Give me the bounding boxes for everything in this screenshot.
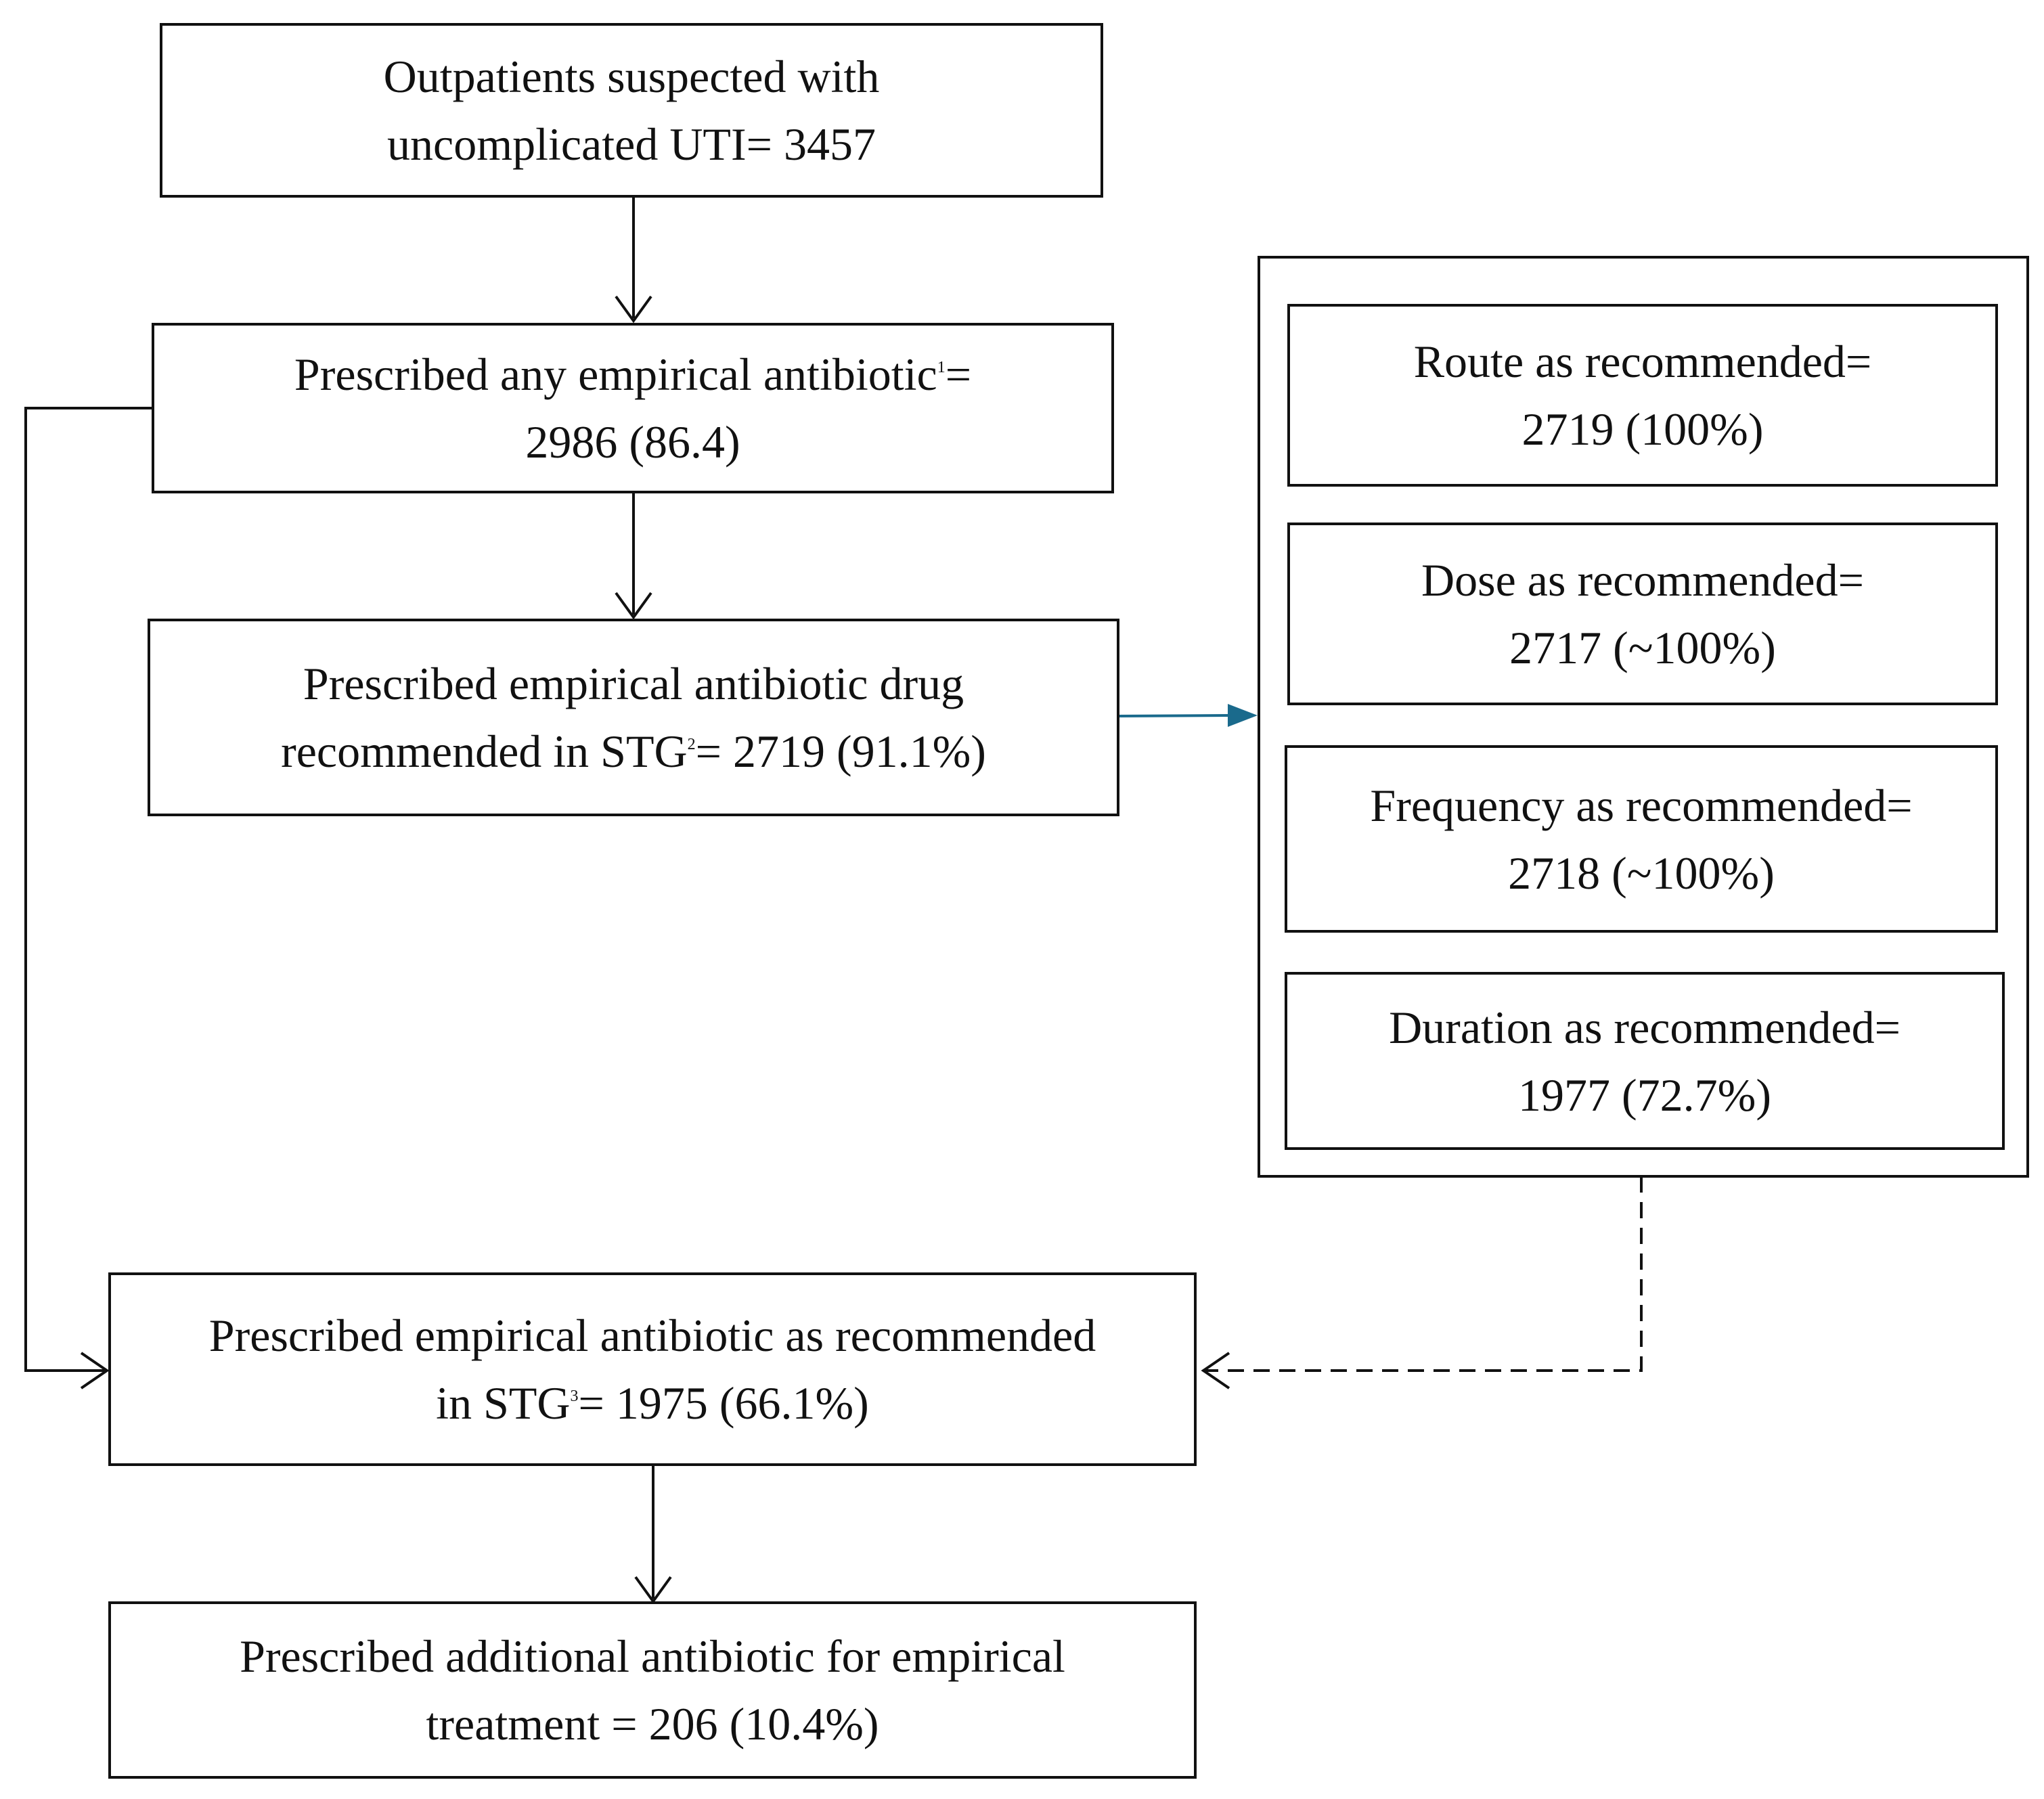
dose-line-2: 2717 (~100%) (1509, 622, 1776, 673)
any-antibiotic-line-1: Prescribed any empirical antibiotic1= (294, 340, 971, 408)
duration-line-1: Duration as recommended= (1389, 1001, 1901, 1053)
frequency-line-2: 2718 (~100%) (1508, 847, 1775, 899)
frequency-box: Frequency as recommended= 2718 (~100%) (1285, 745, 1998, 933)
stg-drug-box: Prescribed empirical antibiotic drug rec… (148, 619, 1119, 816)
outpatients-line-2: uncomplicated UTI= 3457 (387, 118, 876, 170)
additional-antibiotic-box: Prescribed additional antibiotic for emp… (108, 1601, 1197, 1779)
any-antibiotic-label: Prescribed any empirical antibiotic (294, 349, 937, 400)
as-recommended-line-2: in STG3= 1975 (66.1%) (209, 1369, 1096, 1437)
route-box: Route as recommended= 2719 (100%) (1287, 304, 1998, 487)
duration-box: Duration as recommended= 1977 (72.7%) (1285, 972, 2005, 1150)
arrow-criteria-panel-to-as-recommended (1201, 1176, 1643, 1390)
stg-drug-label: recommended in STG (281, 726, 688, 777)
any-antibiotic-box: Prescribed any empirical antibiotic1= 29… (152, 323, 1114, 493)
duration-line-2: 1977 (72.7%) (1518, 1069, 1771, 1121)
footnote-marker-1: 1 (937, 359, 946, 376)
as-recommended-value: = 1975 (66.1%) (578, 1377, 869, 1429)
additional-line-2: treatment = 206 (10.4%) (426, 1698, 879, 1750)
as-recommended-label: in STG (436, 1377, 571, 1429)
outpatients-line-1: Outpatients suspected with (383, 51, 880, 102)
stg-drug-line-1: Prescribed empirical antibiotic drug (303, 658, 964, 709)
any-antibiotic-line-2: 2986 (86.4) (525, 416, 740, 468)
as-recommended-box: Prescribed empirical antibiotic as recom… (108, 1272, 1197, 1466)
route-line-1: Route as recommended= (1413, 336, 1872, 387)
arrow-outpatients-to-any-antibiotic (615, 198, 652, 324)
frequency-line-1: Frequency as recommended= (1370, 779, 1913, 831)
any-antibiotic-equals: = (945, 349, 972, 400)
as-recommended-line-1: Prescribed empirical antibiotic as recom… (208, 1310, 1096, 1361)
footnote-marker-2: 2 (687, 736, 696, 753)
arrow-any-antibiotic-to-stg-drug (615, 493, 652, 620)
additional-line-1: Prescribed additional antibiotic for emp… (240, 1630, 1065, 1682)
stg-drug-value: = 2719 (91.1%) (695, 726, 986, 777)
stg-drug-line-2: recommended in STG2= 2719 (91.1%) (281, 717, 986, 785)
dose-line-1: Dose as recommended= (1421, 554, 1864, 606)
footnote-marker-3: 3 (570, 1387, 579, 1405)
arrow-any-antibiotic-to-as-recommended (24, 407, 152, 1390)
outpatients-box: Outpatients suspected with uncomplicated… (160, 23, 1103, 198)
dose-box: Dose as recommended= 2717 (~100%) (1287, 523, 1998, 705)
arrow-as-recommended-to-additional (634, 1465, 672, 1604)
arrow-stg-drug-to-criteria-panel (1117, 704, 1258, 727)
route-line-2: 2719 (100%) (1521, 403, 1764, 455)
